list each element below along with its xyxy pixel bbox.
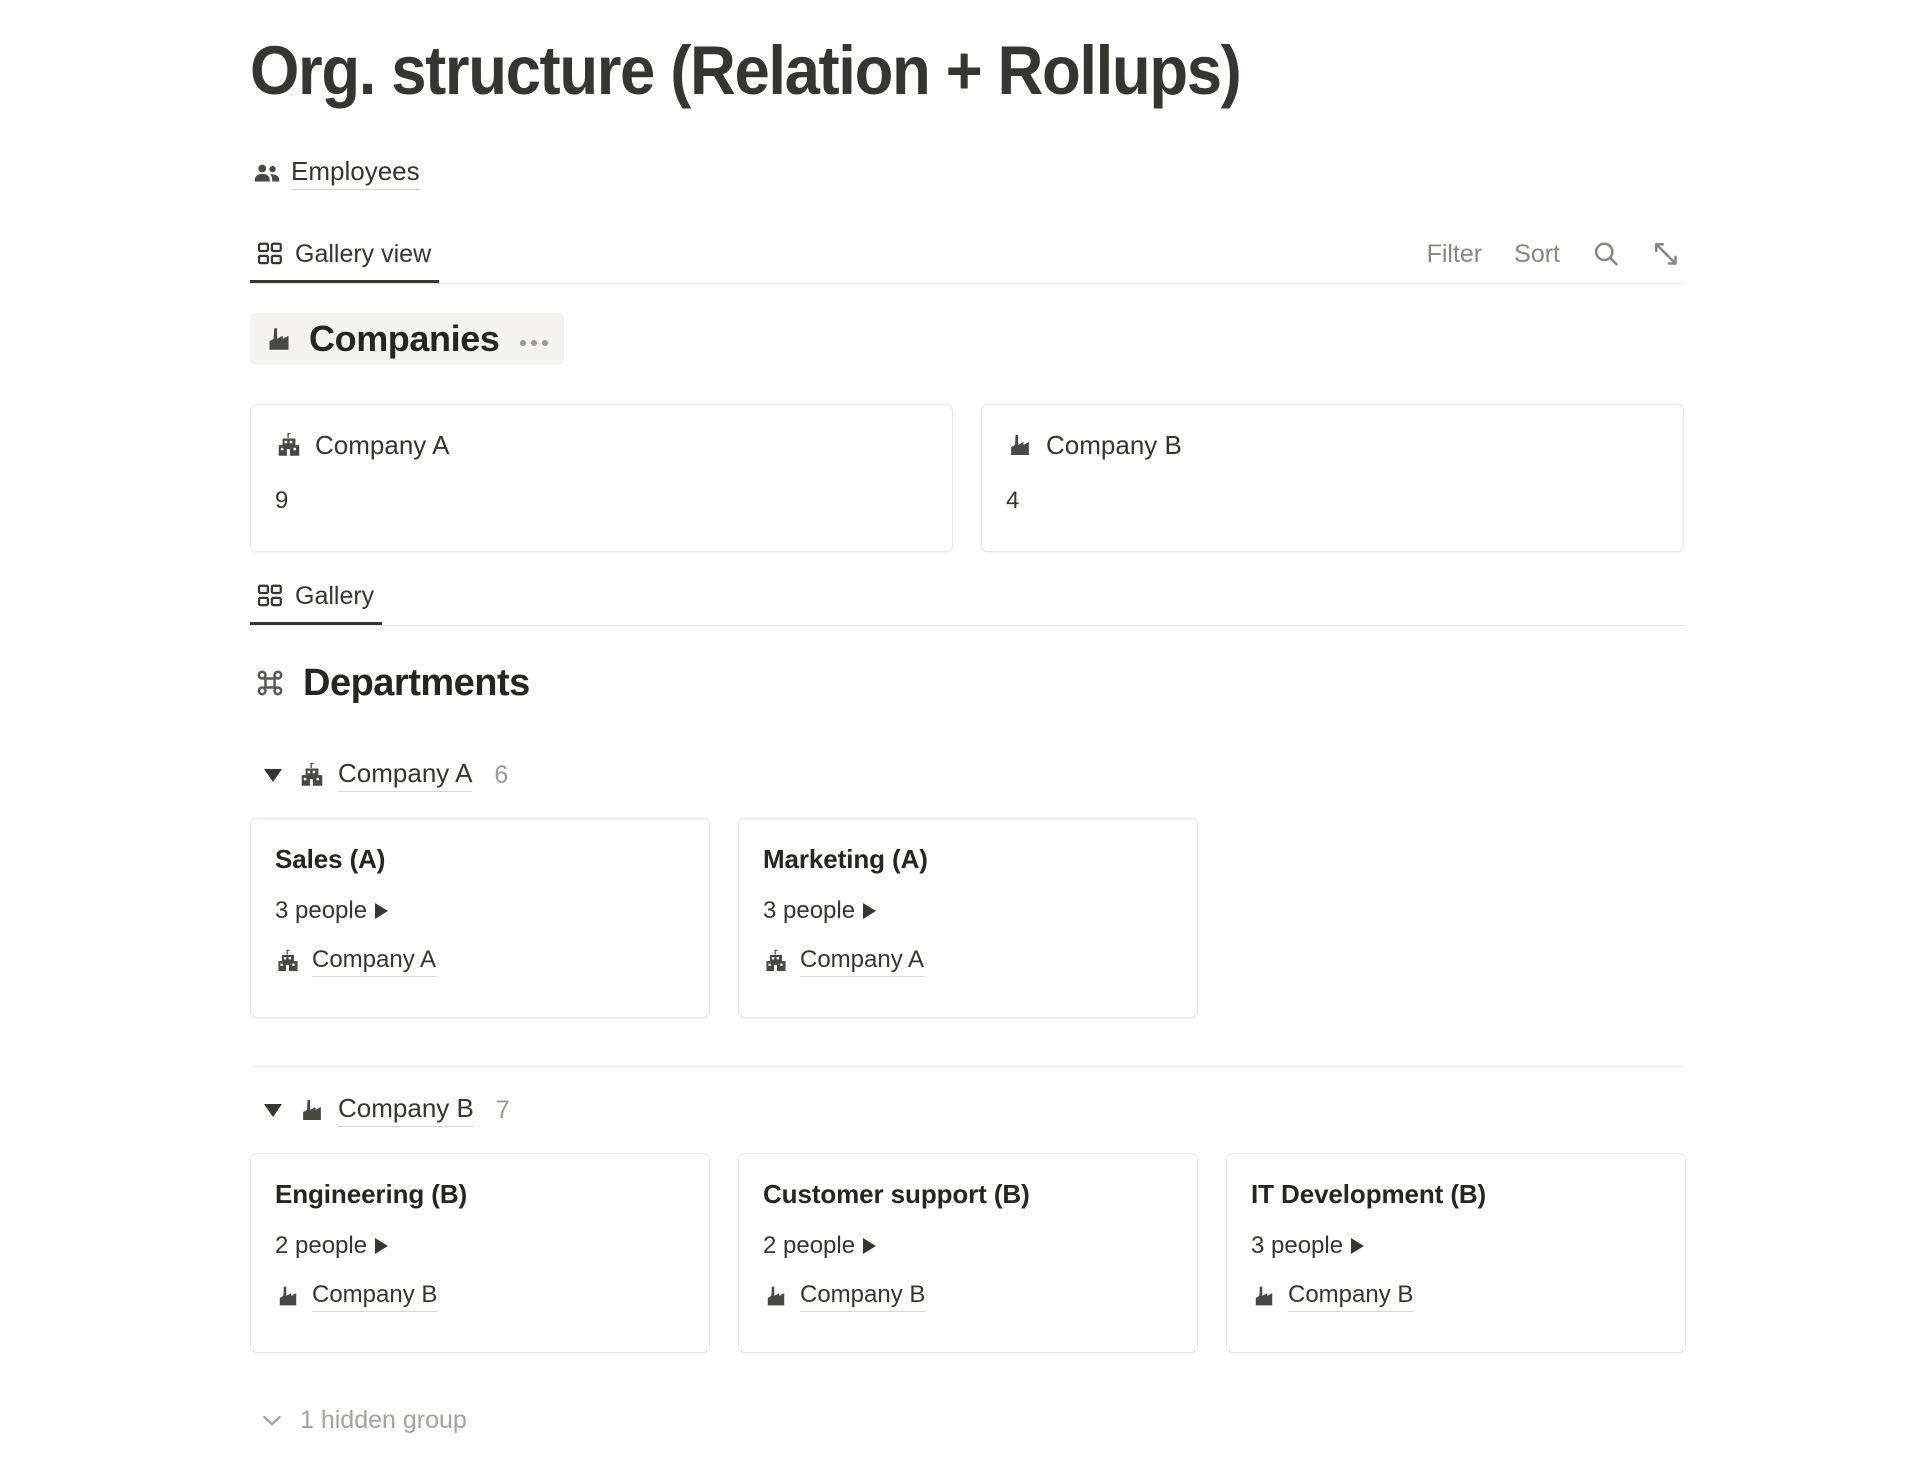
department-card-title: Marketing (A) xyxy=(763,844,928,874)
group-header-company-b[interactable]: Company B 7 xyxy=(258,1090,510,1130)
departments-section-header[interactable]: Departments xyxy=(254,660,530,706)
sort-button[interactable]: Sort xyxy=(1514,240,1560,268)
hidden-group-label: 1 hidden group xyxy=(300,1406,467,1434)
department-card-rollup-label: 2 people xyxy=(275,1232,368,1259)
group-count: 6 xyxy=(494,761,509,789)
company-card-title-row: Company B xyxy=(1006,429,1659,461)
company-card[interactable]: Company B 4 xyxy=(981,404,1684,552)
collapse-triangle-icon[interactable] xyxy=(258,768,288,782)
school-building-icon xyxy=(275,431,303,459)
company-card-name: Company A xyxy=(315,430,450,460)
group-name-label[interactable]: Company A xyxy=(338,758,473,792)
source-database-label: Employees xyxy=(291,156,420,190)
expand-triangle-icon[interactable] xyxy=(863,1238,877,1254)
department-card-rollup[interactable]: 2 people xyxy=(275,1232,685,1260)
department-card[interactable]: Customer support (B) 2 people Company B xyxy=(738,1153,1198,1353)
department-card-rollup[interactable]: 3 people xyxy=(1251,1232,1661,1260)
collapse-triangle-icon[interactable] xyxy=(258,1103,288,1117)
gallery-grid-icon xyxy=(256,582,284,610)
department-card-rollup[interactable]: 2 people xyxy=(763,1232,1173,1260)
hidden-group-toggle[interactable]: 1 hidden group xyxy=(258,1405,467,1435)
department-card[interactable]: IT Development (B) 3 people Company B xyxy=(1226,1153,1686,1353)
department-card-relation[interactable]: Company B xyxy=(275,1280,685,1312)
gallery-sub-tab-bar: Gallery xyxy=(250,570,1684,626)
factory-building-icon xyxy=(1006,431,1034,459)
departments-section-title: Departments xyxy=(303,662,530,704)
chevron-down-icon[interactable] xyxy=(258,1406,286,1434)
department-card-rollup-label: 2 people xyxy=(763,1232,856,1259)
department-card[interactable]: Engineering (B) 2 people Company B xyxy=(250,1153,710,1353)
department-card-title: Sales (A) xyxy=(275,844,386,874)
factory-building-icon xyxy=(264,324,294,354)
source-database-link[interactable]: Employees xyxy=(252,155,420,191)
ellipsis-icon[interactable] xyxy=(520,340,549,346)
companies-section-title: Companies xyxy=(309,318,500,359)
department-card[interactable]: Marketing (A) 3 people xyxy=(738,818,1198,1018)
school-building-icon xyxy=(298,761,326,789)
department-card-title: Engineering (B) xyxy=(275,1179,468,1209)
company-card-title-row: Company A xyxy=(275,429,928,461)
companies-section-header[interactable]: Companies xyxy=(250,313,565,365)
expand-triangle-icon[interactable] xyxy=(1351,1238,1365,1254)
gallery-grid-icon xyxy=(256,240,284,268)
group-header-company-a[interactable]: Company A 6 xyxy=(258,755,508,795)
company-card[interactable]: Company A 9 xyxy=(250,404,953,552)
tab-gallery-view[interactable]: Gallery view xyxy=(250,228,440,283)
tab-gallery-view-label: Gallery view xyxy=(295,240,432,268)
relation-link-label[interactable]: Company B xyxy=(800,1280,926,1312)
factory-building-icon xyxy=(1251,1283,1277,1309)
relation-link-label[interactable]: Company B xyxy=(1288,1280,1414,1312)
group-name-label[interactable]: Company B xyxy=(338,1093,474,1127)
department-card-relation[interactable]: Company B xyxy=(763,1280,1173,1312)
department-card-rollup[interactable]: 3 people xyxy=(275,897,685,925)
department-card-relation[interactable]: Company B xyxy=(1251,1280,1661,1312)
relation-link-label[interactable]: Company A xyxy=(312,945,437,977)
department-card-relation[interactable]: Company A xyxy=(763,945,1173,977)
group-divider xyxy=(252,1066,1684,1067)
people-group-icon xyxy=(252,158,282,188)
page-title: Org. structure (Relation + Rollups) xyxy=(250,32,1242,109)
factory-building-icon xyxy=(763,1283,789,1309)
company-card-name: Company B xyxy=(1046,430,1182,460)
view-tab-bar: Gallery view Filter Sort xyxy=(250,228,1684,284)
department-card[interactable]: Sales (A) 3 people xyxy=(250,818,710,1018)
expand-diagonal-arrows-icon[interactable] xyxy=(1648,236,1684,272)
department-card-title: Customer support (B) xyxy=(763,1179,1030,1209)
expand-triangle-icon[interactable] xyxy=(863,903,877,919)
view-actions: Filter Sort xyxy=(1423,228,1684,280)
company-card-value: 9 xyxy=(275,487,289,514)
expand-triangle-icon[interactable] xyxy=(375,1238,389,1254)
department-card-rollup-label: 3 people xyxy=(1251,1232,1344,1259)
department-card-title: IT Development (B) xyxy=(1251,1179,1487,1209)
search-icon[interactable] xyxy=(1588,236,1624,272)
relation-link-label[interactable]: Company B xyxy=(312,1280,438,1312)
factory-building-icon xyxy=(275,1283,301,1309)
department-card-relation[interactable]: Company A xyxy=(275,945,685,977)
department-card-rollup[interactable]: 3 people xyxy=(763,897,1173,925)
relation-link-label[interactable]: Company A xyxy=(800,945,925,977)
department-card-rollup-label: 3 people xyxy=(275,897,368,924)
filter-button[interactable]: Filter xyxy=(1426,240,1483,268)
tab-gallery[interactable]: Gallery xyxy=(250,570,383,625)
school-building-icon xyxy=(275,948,301,974)
group-count: 7 xyxy=(495,1096,510,1124)
tab-gallery-label: Gallery xyxy=(295,582,375,610)
expand-triangle-icon[interactable] xyxy=(375,903,389,919)
command-loop-icon xyxy=(254,667,286,699)
company-card-value: 4 xyxy=(1006,487,1020,514)
department-card-rollup-label: 3 people xyxy=(763,897,856,924)
factory-building-icon xyxy=(298,1096,326,1124)
school-building-icon xyxy=(763,948,789,974)
